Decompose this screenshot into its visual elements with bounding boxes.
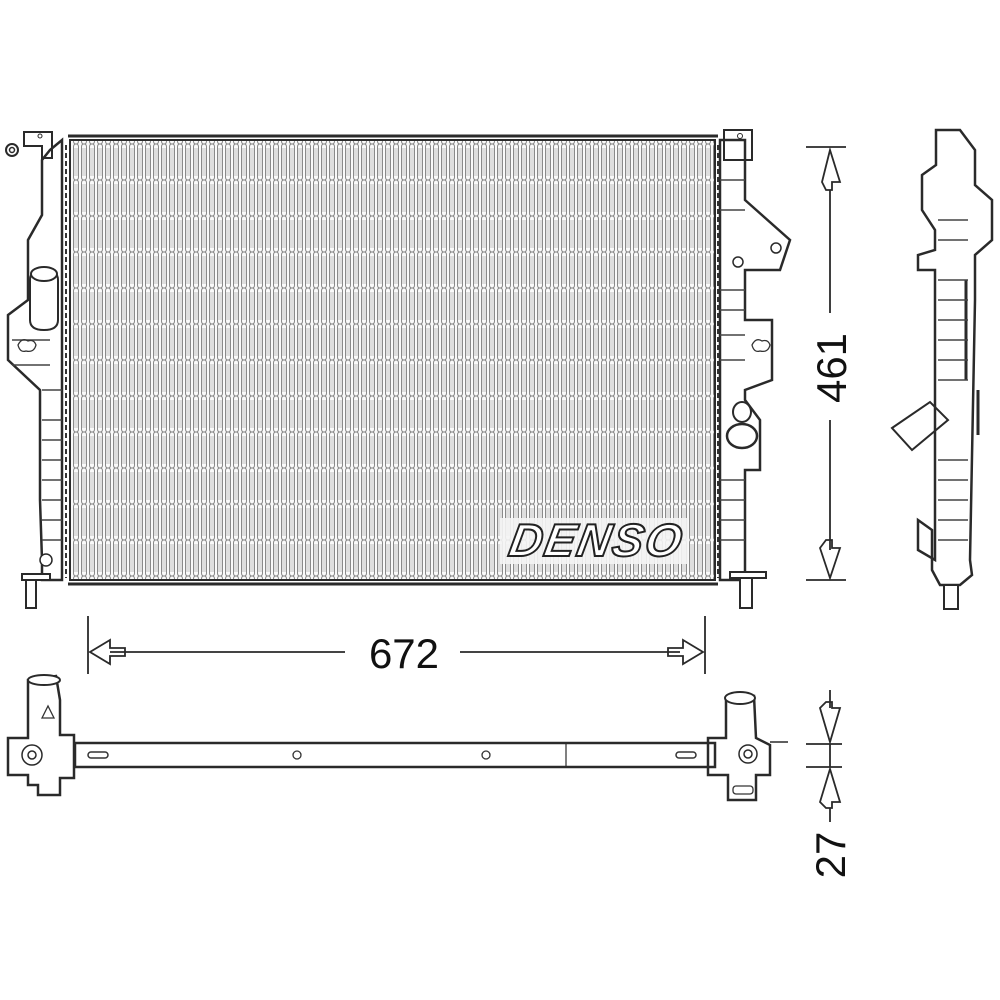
front-view: DENSO [5,129,792,609]
height-dimension-label: 461 [808,333,855,403]
radiator-core [69,139,716,581]
width-dimension-label: 672 [369,630,439,677]
height-dimension: 461 [806,146,855,581]
right-tank [718,129,792,609]
width-dimension: 672 [87,616,706,677]
depth-dimension-label: 27 [807,832,854,879]
left-tank [5,131,64,609]
brand-logo: DENSO [505,514,688,566]
depth-dimension: 27 [806,690,854,878]
side-view [890,128,994,610]
bottom-view [6,674,788,802]
